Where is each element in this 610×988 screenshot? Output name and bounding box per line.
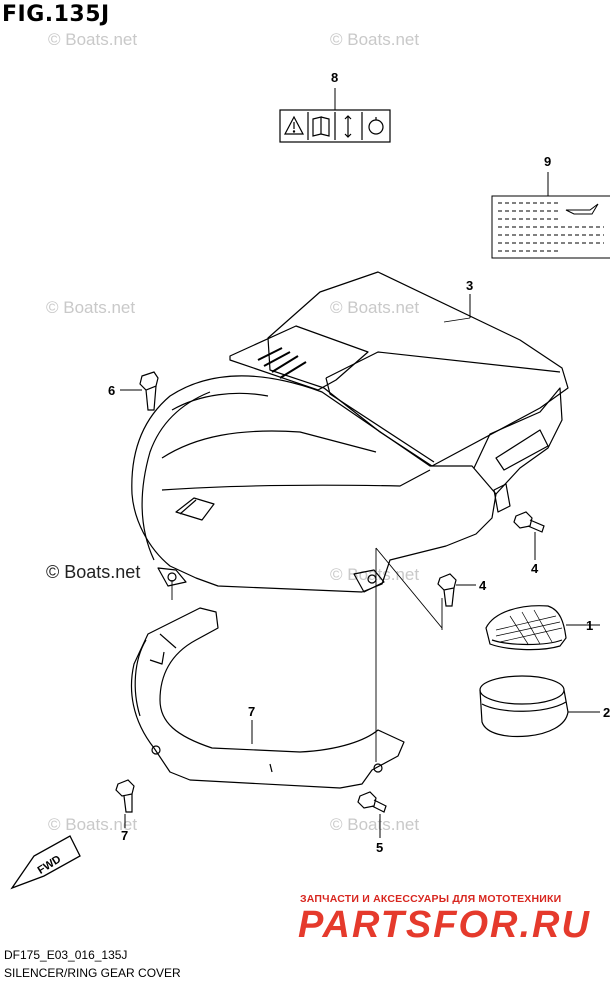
forward-arrow-icon: FWD <box>10 835 81 890</box>
part-6-ring-gear-cover <box>130 607 405 789</box>
watermark: © Boats.net <box>48 30 138 49</box>
callout-8: 8 <box>331 70 338 85</box>
watermark: © Boats.net <box>46 298 136 317</box>
watermark: © Boats.net <box>330 565 420 584</box>
part-2-collar <box>479 675 569 738</box>
assembly-lines <box>171 547 443 762</box>
part-4-bolt-lower <box>437 573 457 607</box>
callout-6: 7 <box>248 704 255 719</box>
callout-4-lower: 4 <box>479 578 487 593</box>
figure-name: SILENCER/RING GEAR COVER <box>4 966 181 980</box>
part-7-bolt-right <box>357 791 387 813</box>
watermark: © Boats.net <box>330 815 420 834</box>
watermark-strong: © Boats.net <box>46 562 141 582</box>
callout-4-upper: 4 <box>531 561 539 576</box>
part-8-warning-label <box>279 109 391 143</box>
oil-can-icon <box>565 203 599 215</box>
callout-numbers: 8 9 3 6 4 4 1 2 7 7 5 <box>108 70 610 855</box>
part-4-bolt-upper <box>513 511 545 533</box>
watermark: © Boats.net <box>330 298 420 317</box>
warning-triangle-icon <box>284 115 304 135</box>
figure-title: FIG.135J <box>2 2 110 27</box>
callout-3: 3 <box>466 278 473 293</box>
part-7-bolt-left <box>115 779 135 813</box>
callout-7-left: 7 <box>121 828 128 843</box>
up-down-arrow-icon <box>344 115 352 138</box>
callout-7-right: 5 <box>376 840 383 855</box>
figure-code: DF175_E03_016_135J <box>4 948 128 962</box>
watermark: © Boats.net <box>330 30 420 49</box>
callout-9: 9 <box>544 154 551 169</box>
part-5-bolt <box>139 371 159 411</box>
callout-5: 6 <box>108 383 115 398</box>
callout-1: 1 <box>586 618 593 633</box>
part-1-screen <box>485 605 567 651</box>
part-9-info-label <box>491 195 610 259</box>
watermark: © Boats.net <box>48 815 138 834</box>
brand-logo: PARTSFOR.RU <box>298 904 591 946</box>
callout-2: 2 <box>603 705 610 720</box>
part-3-silencer-cover <box>131 271 569 593</box>
brand-tagline: ЗАПЧАСТИ И АКСЕССУАРЫ ДЛЯ МОТОТЕХНИКИ <box>300 893 562 905</box>
manual-book-icon <box>312 116 330 137</box>
oil-can-icon <box>368 117 384 135</box>
